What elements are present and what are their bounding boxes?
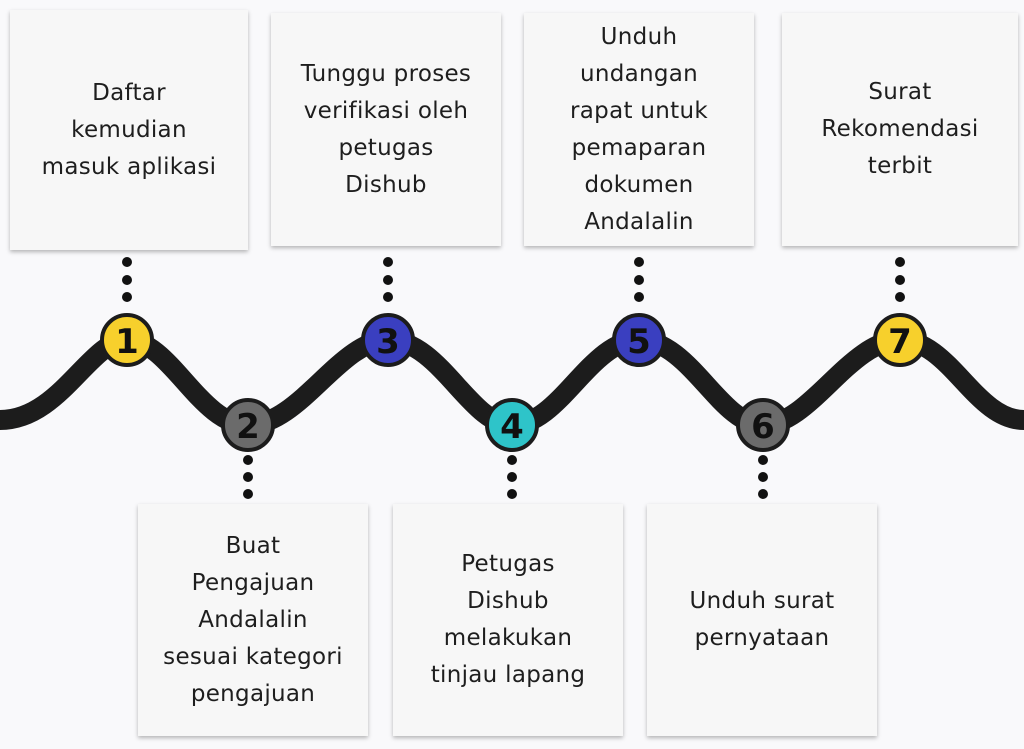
step-marker-5: 5 bbox=[612, 313, 666, 367]
step-description: Daftar kemudian masuk aplikasi bbox=[41, 79, 217, 180]
step-marker-4: 4 bbox=[485, 398, 539, 452]
step-marker-6: 6 bbox=[736, 398, 790, 452]
step-card-7: Surat Rekomendasi terbit bbox=[782, 13, 1018, 246]
step-number: 7 bbox=[888, 322, 912, 362]
step-description: Unduh undangan rapat untuk pemaparan dok… bbox=[570, 23, 708, 235]
step-circle bbox=[873, 313, 927, 367]
step-circle bbox=[485, 398, 539, 452]
step-marker-7: 7 bbox=[873, 313, 927, 367]
connector-dots bbox=[122, 257, 905, 499]
step-circle bbox=[100, 313, 154, 367]
step-description: Buat Pengajuan Andalalin sesuai kategori… bbox=[163, 532, 343, 707]
step-circle bbox=[736, 398, 790, 452]
step-card-6: Unduh surat pernyataan bbox=[647, 504, 877, 736]
step-number: 1 bbox=[115, 322, 139, 362]
step-card-5: Unduh undangan rapat untuk pemaparan dok… bbox=[524, 13, 754, 246]
step-circle bbox=[221, 398, 275, 452]
step-circle bbox=[612, 313, 666, 367]
step-marker-2: 2 bbox=[221, 398, 275, 452]
step-description: Surat Rekomendasi terbit bbox=[821, 79, 979, 179]
step-circle bbox=[361, 313, 415, 367]
step-card-4: Petugas Dishub melakukan tinjau lapang bbox=[393, 504, 623, 736]
step-number: 6 bbox=[751, 407, 775, 447]
step-number: 5 bbox=[627, 322, 651, 362]
step-number: 2 bbox=[236, 407, 260, 447]
step-description: Petugas Dishub melakukan tinjau lapang bbox=[430, 551, 586, 688]
step-marker-3: 3 bbox=[361, 313, 415, 367]
step-description: Tunggu proses verifikasi oleh petugas Di… bbox=[300, 60, 472, 198]
step-card-2: Buat Pengajuan Andalalin sesuai kategori… bbox=[138, 504, 368, 736]
step-number: 4 bbox=[500, 407, 524, 447]
step-number: 3 bbox=[376, 322, 400, 362]
step-card-1: Daftar kemudian masuk aplikasi bbox=[10, 10, 248, 250]
step-description: Unduh surat pernyataan bbox=[689, 588, 835, 651]
step-card-3: Tunggu proses verifikasi oleh petugas Di… bbox=[271, 13, 501, 246]
step-marker-1: 1 bbox=[100, 313, 154, 367]
